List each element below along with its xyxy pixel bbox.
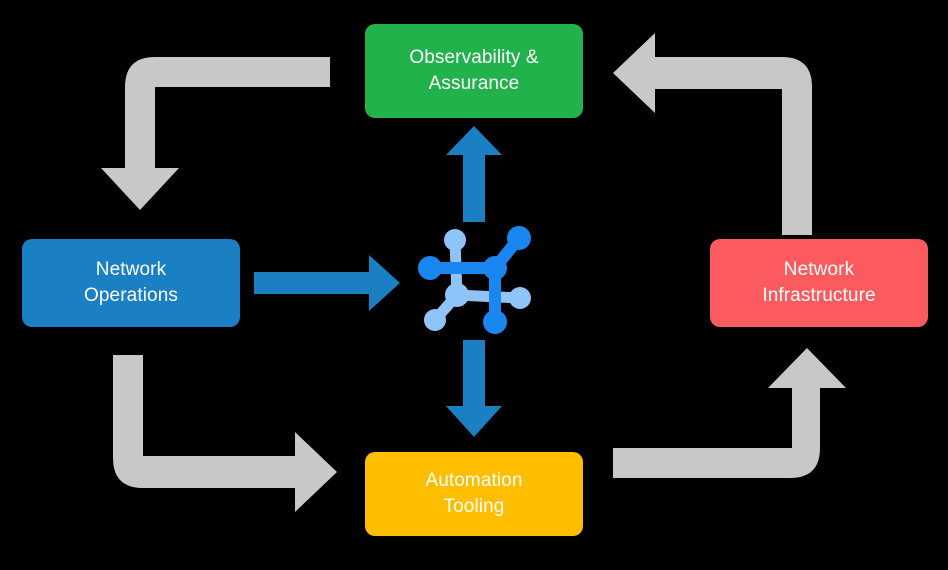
network-icon-nodes	[418, 226, 531, 334]
arrow-operations-to-hub	[254, 255, 400, 311]
arrow-automation-to-infrastructure	[613, 348, 846, 478]
box-network-infrastructure[interactable]: Network Infrastructure	[710, 239, 928, 327]
box-network-operations[interactable]: Network Operations	[22, 239, 240, 327]
node-hub	[483, 256, 507, 280]
box-infrastructure-label-line2: Infrastructure	[762, 285, 876, 306]
box-observability-label-line1: Observability &	[409, 47, 539, 69]
node-right	[509, 287, 531, 309]
box-automation-label-line2: Tooling	[443, 496, 505, 517]
box-operations-label-line2: Operations	[84, 285, 178, 306]
arrow-observability-to-operations	[101, 57, 330, 210]
node-top-right	[507, 226, 531, 250]
box-operations-label-line1: Network	[95, 259, 167, 281]
node-top	[444, 229, 466, 251]
node-mid-left	[445, 283, 469, 307]
network-icon-edges	[424, 232, 526, 328]
arrow-operations-to-automation	[113, 355, 337, 512]
node-bottom-left	[424, 309, 446, 331]
box-automation-tooling[interactable]: Automation Tooling	[365, 452, 583, 536]
node-left	[418, 256, 442, 280]
box-observability-label-line2: Assurance	[428, 73, 520, 94]
box-observability-assurance[interactable]: Observability & Assurance	[365, 24, 583, 118]
box-infrastructure-label-line1: Network	[783, 259, 855, 281]
node-bottom	[483, 310, 507, 334]
box-automation-label-line1: Automation	[425, 470, 523, 492]
arrow-hub-to-observability	[446, 126, 502, 222]
arrow-hub-to-automation	[446, 340, 502, 437]
network-topology-icon	[418, 226, 531, 334]
arrow-infrastructure-to-observability	[613, 33, 812, 235]
